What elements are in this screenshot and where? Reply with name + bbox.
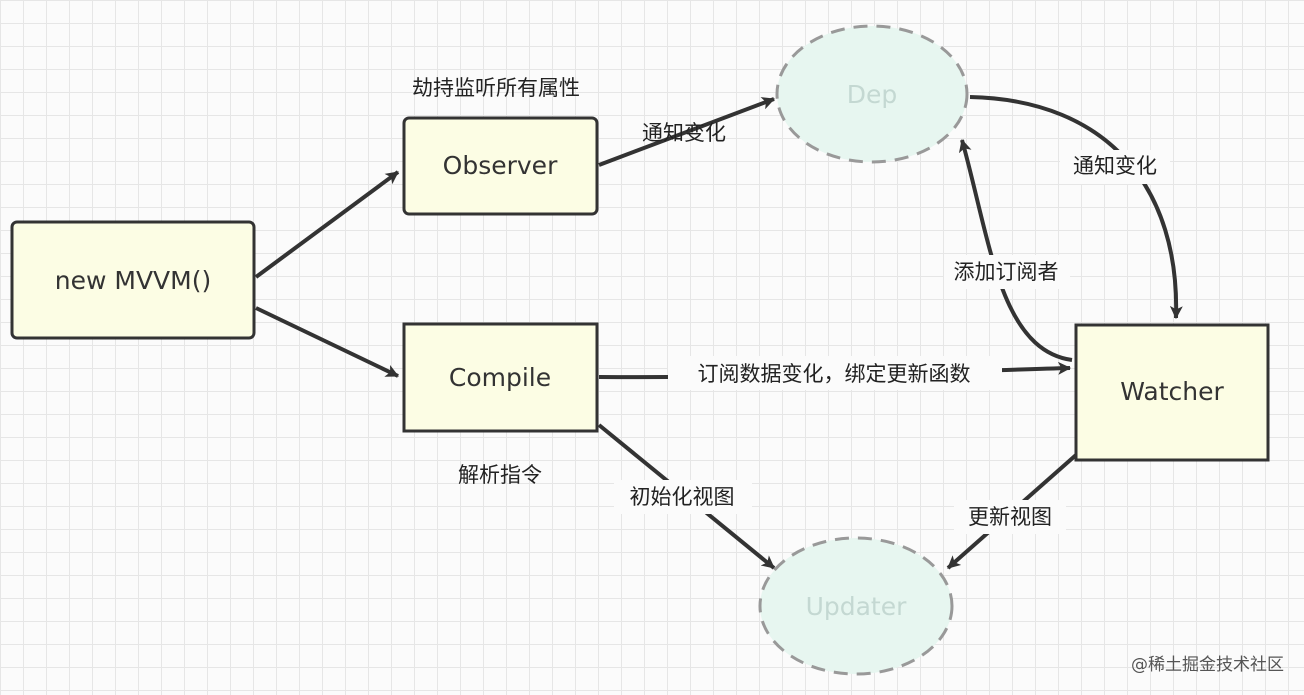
node-observer: Observer	[402, 116, 599, 216]
node-watcher: Watcher	[1074, 323, 1270, 462]
edge-mvvm-to-observer	[254, 170, 400, 279]
node-updater-label: Updater	[806, 592, 908, 621]
edge-label-compile-to-watcher: 订阅数据变化，绑定更新函数	[698, 362, 971, 386]
node-updater: Updater	[758, 536, 954, 676]
edge-mvvm-to-compile	[255, 306, 399, 378]
node-dep-label: Dep	[847, 80, 898, 109]
node-dep: Dep	[775, 24, 969, 164]
edge-label-watcher-to-dep: 添加订阅者	[954, 260, 1059, 284]
node-compile-label: Compile	[449, 363, 551, 392]
node-watcher-label: Watcher	[1120, 377, 1224, 406]
edge-label-dep-to-watcher: 通知变化	[1073, 154, 1157, 178]
edge-label-watcher-to-updater: 更新视图	[968, 505, 1052, 529]
compile-annotation: 解析指令	[458, 463, 542, 487]
edge-label-compile-to-updater: 初始化视图	[630, 485, 735, 509]
node-mvvm: new MVVM()	[10, 220, 256, 340]
node-mvvm-label: new MVVM()	[55, 266, 211, 295]
edge-watcher-to-dep	[958, 138, 1073, 362]
edge-observer-to-dep	[598, 97, 776, 167]
node-observer-label: Observer	[443, 151, 558, 180]
watermark: @稀土掘金技术社区	[1131, 655, 1284, 675]
observer-annotation: 劫持监听所有属性	[412, 76, 580, 100]
node-compile: Compile	[402, 322, 599, 433]
edge-label-observer-to-dep: 通知变化	[642, 121, 726, 145]
